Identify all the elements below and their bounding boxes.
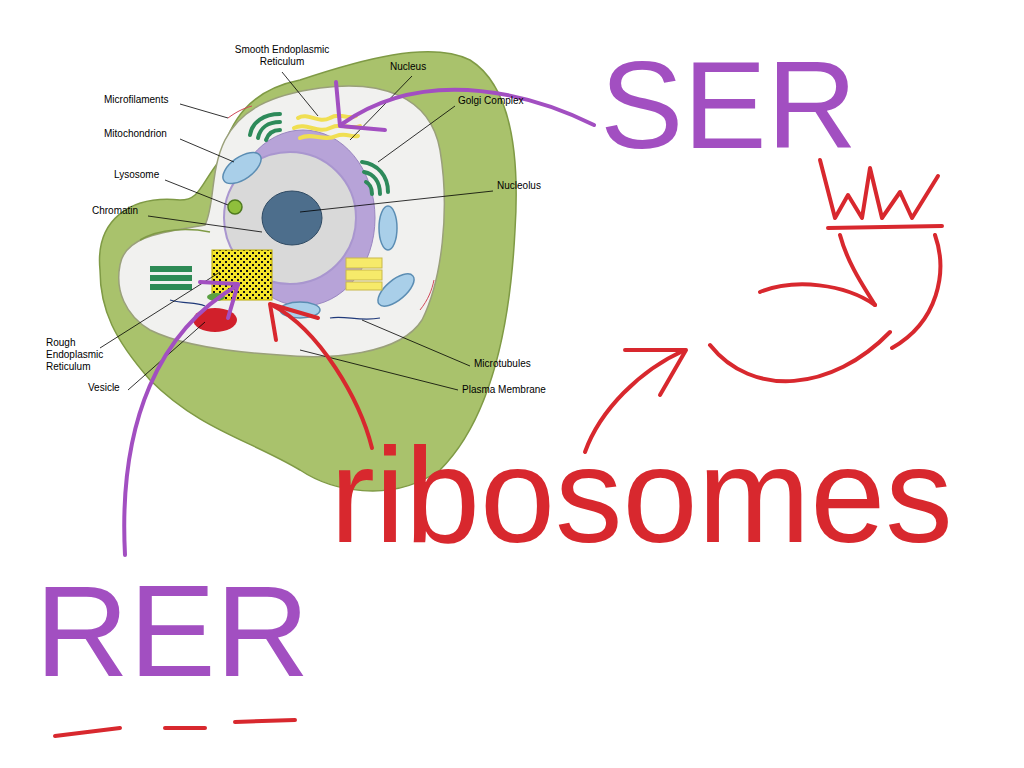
part-label: Vesicle — [88, 382, 148, 394]
handwritten-note: SER — [600, 42, 900, 167]
leader-line — [362, 320, 470, 366]
golgi — [150, 284, 192, 290]
smooth-er — [346, 258, 382, 268]
leader-line — [165, 180, 228, 205]
part-label: Rough Endoplasmic Reticulum — [46, 337, 108, 373]
part-label: Microtubules — [474, 358, 564, 370]
leader-line — [100, 72, 493, 390]
hand-arrow — [272, 305, 372, 448]
hand-arrow — [342, 90, 594, 125]
cell-outer — [100, 52, 517, 491]
crown-sketch — [828, 226, 942, 228]
smooth-er — [346, 258, 382, 290]
handwritten-note: ribosomes — [330, 428, 1010, 563]
part-label: Microfilaments — [104, 94, 194, 106]
face-sketch — [760, 284, 875, 305]
membrane-fold — [140, 230, 210, 240]
underline-dash — [235, 720, 295, 722]
lysosome — [228, 200, 242, 214]
face-sketch — [710, 332, 890, 381]
golgi — [150, 266, 192, 290]
leader-line — [300, 350, 458, 390]
microfilament — [420, 280, 434, 310]
arrow-head — [625, 350, 686, 395]
leader-line — [148, 216, 262, 232]
part-label: Smooth Endoplasmic Reticulum — [228, 44, 336, 68]
part-label: Golgi Complex — [458, 95, 558, 107]
leader-line — [282, 72, 318, 116]
mitochondrion — [379, 206, 397, 250]
face-sketch — [892, 235, 940, 348]
microfilament — [228, 106, 252, 118]
microtubule — [170, 300, 205, 306]
part-label: Chromatin — [92, 205, 162, 217]
golgi — [364, 172, 380, 194]
cytoplasm — [119, 86, 445, 357]
smooth-er — [300, 135, 358, 138]
microtubule — [330, 317, 380, 319]
smooth-er — [346, 282, 382, 290]
smooth-er — [346, 270, 382, 280]
leader-line — [180, 139, 234, 162]
part-label: Nucleus — [390, 61, 460, 73]
arrow-head — [270, 304, 318, 340]
arrow-head — [336, 82, 385, 130]
rough-er — [212, 250, 272, 300]
leader-line — [300, 191, 493, 212]
golgi — [150, 275, 192, 281]
golgi — [266, 130, 280, 140]
mitochondrion — [218, 146, 267, 189]
part-label: Plasma Membrane — [462, 384, 572, 396]
part-label: Mitochondrion — [104, 128, 194, 140]
golgi — [366, 182, 372, 194]
golgi — [150, 266, 192, 272]
leader-line — [180, 104, 228, 118]
underline-dash — [165, 726, 205, 730]
leader-line — [378, 106, 455, 162]
hand-arrow — [124, 285, 238, 555]
part-label: Nucleolus — [497, 180, 577, 192]
arrow-head — [200, 282, 238, 318]
handwritten-note: RER — [35, 566, 335, 696]
part-label: Lysosome — [114, 169, 184, 181]
underline-dash — [55, 728, 120, 736]
nucleolus — [262, 191, 322, 245]
crown-sketch — [820, 160, 938, 218]
golgi — [250, 114, 388, 194]
